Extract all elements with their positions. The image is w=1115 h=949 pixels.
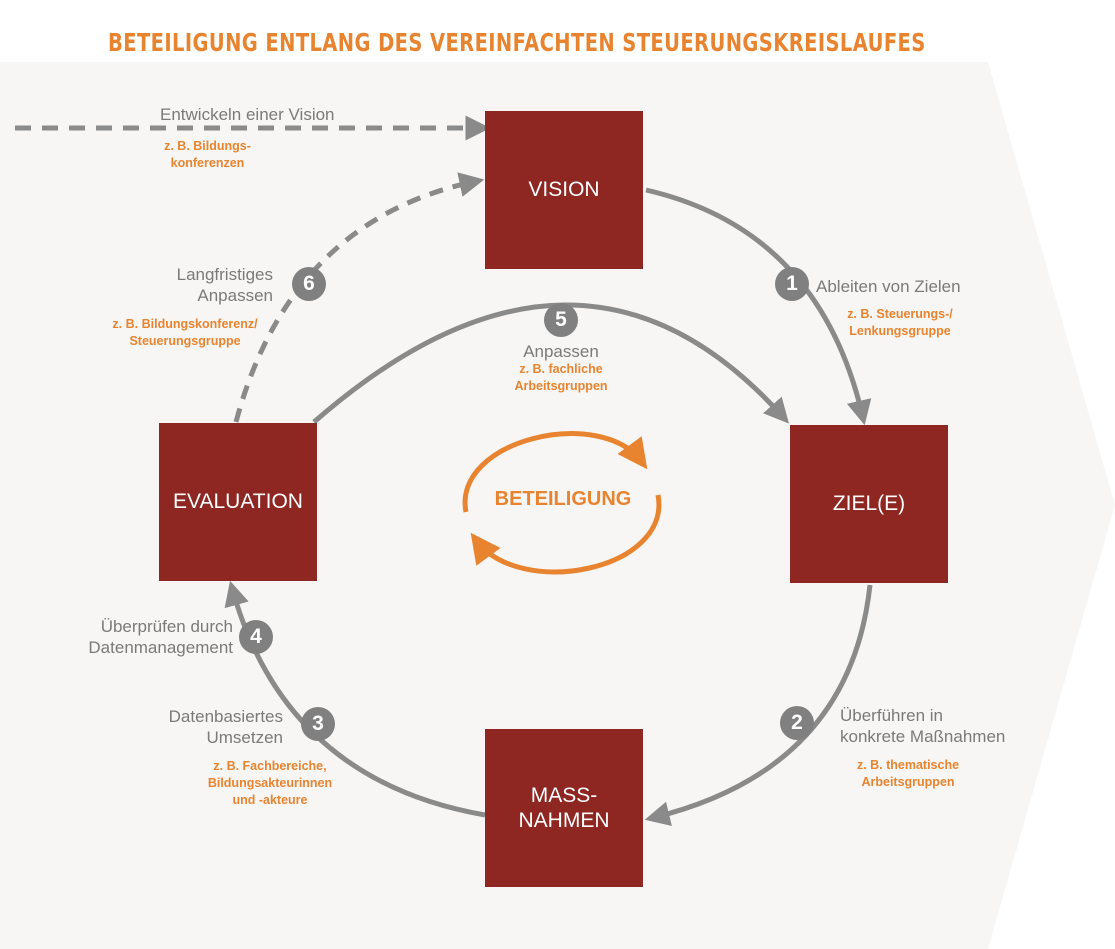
step-4-label: Überprüfen durch Datenmanagement (88, 617, 233, 658)
step-3-label: Datenbasiertes Umsetzen (168, 707, 283, 748)
box-evaluation: EVALUATION (159, 423, 317, 581)
step-badge-6: 6 (292, 267, 326, 301)
participation-arc-top (462, 431, 648, 513)
step-badge-3: 3 (301, 707, 335, 741)
step-1-label: Ableiten von Zielen (816, 277, 961, 296)
background-chevron (0, 62, 1115, 949)
page-title: BETEILIGUNG ENTLANG DES VEREINFACHTEN ST… (108, 28, 926, 57)
center-label: BETEILIGUNG (494, 488, 632, 510)
step-badge-1: 1 (775, 267, 809, 301)
step-badge-2: 2 (780, 706, 814, 740)
step-5-example: z. B. fachliche Arbeitsgruppen (514, 362, 608, 393)
participation-arc-bottom (470, 494, 662, 575)
step-3-example: z. B. Fachbereiche, Bildungsakteurinnen … (207, 759, 333, 807)
box-ziele: ZIEL(E) (790, 425, 948, 583)
step-2-example: z. B. thematische Arbeitsgruppen (856, 758, 960, 789)
arrow-6-evaluation-vision (233, 172, 485, 423)
step-1-example: z. B. Steuerungs-/ Lenkungsgruppe (847, 307, 953, 338)
step-6-label: Langfristiges Anpassen (176, 265, 273, 306)
step-badge-4: 4 (239, 620, 273, 654)
step-5-label: Anpassen (523, 342, 599, 361)
step-6-example: z. B. Bildungskonferenz/ Steuerungsgrupp… (112, 317, 258, 348)
entry-example: z. B. Bildungs- konferenzen (164, 139, 251, 170)
step-2-label: Überführen in konkrete Maßnahmen (840, 706, 1006, 747)
box-massnahmen: MASS- NAHMEN (485, 729, 643, 887)
step-badge-5: 5 (544, 303, 578, 337)
entry-label: Entwickeln einer Vision (160, 105, 335, 124)
box-vision: VISION (485, 111, 643, 269)
